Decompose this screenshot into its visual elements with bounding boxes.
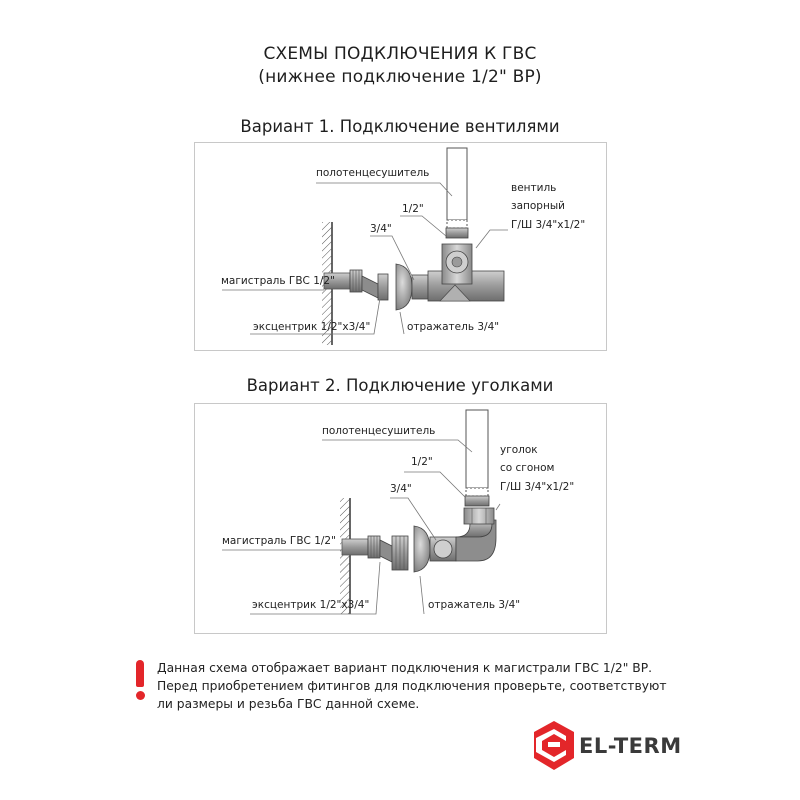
reflector [413,525,431,573]
towel-dryer-pipe [464,409,490,507]
label-half-inch: 1/2" [411,456,433,468]
leader-lines [222,182,508,335]
page-title: СХЕМЫ ПОДКЛЮЧЕНИЯ К ГВС [263,44,537,64]
notice-line: ли размеры и резьба ГВС данной схеме. [157,697,420,711]
elbow-fitting [429,507,497,562]
label-elbow-2: со сгоном [500,462,555,474]
variant1-drawing [222,147,508,345]
brand-name: EL-TERM [579,734,682,758]
towel-dryer-pipe [445,147,469,239]
label-elbow-1: уголок [500,444,538,456]
valve [411,243,505,302]
label-three-quarter: 3/4" [370,223,392,235]
eccentric-fitting [367,535,409,571]
label-reflector: отражатель 3/4" [407,321,500,333]
variant1-title: Вариант 1. Подключение вентилями [240,117,560,136]
label-eccentric: эксцентрик 1/2"х3/4" [253,321,371,333]
label-valve-3: Г/Ш 3/4"х1/2" [511,219,586,231]
label-towel-dryer: полотенцесушитель [316,167,430,179]
page-subtitle: (нижнее подключение 1/2" ВР) [258,67,542,87]
variant2-title: Вариант 2. Подключение уголками [246,376,554,395]
label-mains: магистраль ГВС 1/2" [222,535,336,547]
variant2-panel [194,403,607,634]
label-towel-dryer: полотенцесушитель [322,425,436,437]
label-valve-2: запорный [511,200,565,212]
notice-line: Данная схема отображает вариант подключе… [157,661,653,675]
notice-text: Данная схема отображает вариант подключе… [157,659,717,713]
label-elbow-3: Г/Ш 3/4"х1/2" [500,481,575,493]
variant2-drawing [222,409,501,615]
label-three-quarter: 3/4" [390,483,412,495]
label-eccentric: эксцентрик 1/2"х3/4" [252,599,370,611]
notice-line: Перед приобретением фитингов для подключ… [157,679,667,693]
label-valve-1: вентиль [511,182,557,194]
label-half-inch: 1/2" [402,203,424,215]
leader-lines [222,439,501,615]
mains-pipe [341,538,369,556]
eccentric-fitting [349,269,389,301]
wall-hatch [340,498,350,614]
label-mains: магистраль ГВС 1/2" [221,275,335,287]
label-reflector: отражатель 3/4" [428,599,521,611]
